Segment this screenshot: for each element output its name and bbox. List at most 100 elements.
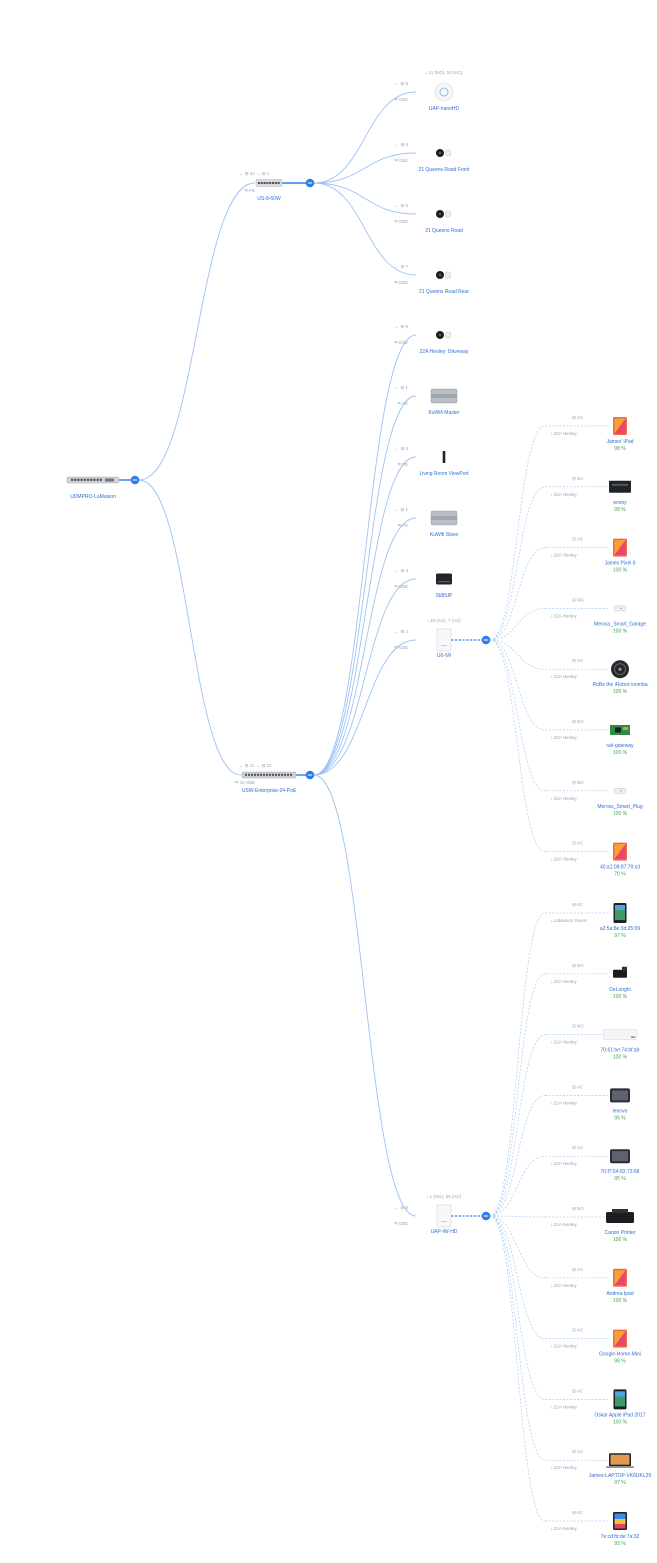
switch-name: US-8-60W xyxy=(257,196,281,202)
device-link xyxy=(313,639,417,776)
wireless-link xyxy=(489,1215,546,1218)
client-signal: 100 % xyxy=(613,994,628,1000)
client-signal: 93 % xyxy=(614,1541,626,1547)
switch-port-stats: ← ⊟ 14 → ⊟ 1 xyxy=(239,171,270,176)
switch-link xyxy=(138,479,242,776)
client-ssid: ⭏ 22A Henley xyxy=(551,492,578,497)
wireless-link xyxy=(489,639,546,731)
coffee-icon xyxy=(613,966,627,978)
device-link-speed: ⭾ FE xyxy=(398,401,408,406)
ap-collapse-button[interactable] xyxy=(481,635,491,645)
client-band: ⊟ AC xyxy=(572,1267,584,1272)
board-icon xyxy=(610,725,630,735)
device-port: ← ⊟ 2 xyxy=(395,629,409,634)
tablet-dark-icon xyxy=(610,1149,630,1164)
switch-link xyxy=(138,182,256,481)
laptop-icon xyxy=(606,1453,634,1468)
client-name: envoy xyxy=(613,500,627,506)
client-band: ⊟ NA xyxy=(572,476,583,481)
client-band: ⊟ AC xyxy=(572,841,584,846)
camera-icon xyxy=(436,331,451,339)
device-name: 21 Queens Road Front xyxy=(419,167,470,173)
ipad-icon xyxy=(613,1389,627,1410)
switch-collapse-button[interactable] xyxy=(305,770,315,780)
device-name: KuWifi Slave xyxy=(430,532,459,538)
client-name: Meross_Smart_Garage xyxy=(594,621,646,627)
device-name: Sti8SIP xyxy=(436,593,453,599)
client-signal: 95 % xyxy=(614,1176,626,1182)
wireless-link xyxy=(489,1215,546,1279)
client-ssid: ⭏ 22A Henley xyxy=(551,674,578,679)
client-signal: 99 % xyxy=(614,507,626,513)
client-name: 70:f7:54:83:73:68 xyxy=(601,1169,640,1175)
tablet-colorful-icon xyxy=(613,1512,627,1530)
client-name: 7e:cd:fd:de:7a:32 xyxy=(601,1534,640,1540)
client-name: James Pixel 6 xyxy=(604,561,635,567)
client-name: a2:5a:8e:3d:25:09 xyxy=(600,926,641,932)
client-ssid: ⭏ 22A Henley xyxy=(551,1283,578,1288)
device-port: ← ⊟ 5 xyxy=(395,203,409,208)
gateway-collapse-button[interactable] xyxy=(130,475,140,485)
client-signal: 100 % xyxy=(613,628,628,634)
device-name: UAP-IW-HD xyxy=(431,1229,458,1235)
device-link xyxy=(313,182,417,215)
ap-channels: ⭏ 11 (NG), 53 (AC) xyxy=(426,70,463,75)
switch-port-stats: ← ⊟ 11 → ⊟ 23 xyxy=(239,763,272,768)
tablet-orange-icon xyxy=(613,538,627,557)
client-signal: 98 % xyxy=(614,446,626,452)
device-link xyxy=(313,774,417,1217)
client-ssid: ⭏ 22A Henley xyxy=(551,1040,578,1045)
switch-large-icon xyxy=(241,771,297,779)
device-link-speed: ⭾ GbE xyxy=(394,280,408,285)
wireless-link xyxy=(489,1215,546,1522)
wireless-link xyxy=(489,639,546,670)
switch-uplink-speed: ⭾ FE xyxy=(245,188,255,193)
roomba-icon xyxy=(611,660,629,679)
client-ssid: ⭏ 22A Henley xyxy=(551,735,578,740)
wireless-link xyxy=(489,608,546,641)
client-ssid: ⭏ 22A Henley xyxy=(551,1100,578,1105)
switch-small-icon xyxy=(255,179,283,187)
client-name: James' iPad xyxy=(606,439,633,445)
phone-box-icon xyxy=(436,573,452,585)
client-band: ⊟ AC xyxy=(572,1084,584,1089)
wall-ap-icon xyxy=(436,1204,452,1228)
wireless-link xyxy=(489,1215,546,1400)
plug-icon xyxy=(614,605,626,612)
client-band: ⊟ NG xyxy=(572,597,584,602)
wireless-link xyxy=(489,425,546,641)
device-link xyxy=(313,152,417,184)
client-name: RoBe the iRobot roomba xyxy=(592,682,647,688)
client-ssid: ⭏ 22A Henley xyxy=(551,1161,578,1166)
device-link xyxy=(313,517,417,776)
device-port: ← ⊟ 8 xyxy=(395,81,409,86)
ap-channels: ⭏ 1 (NG), 56 (AC) xyxy=(427,1194,462,1199)
switch-collapse-button[interactable] xyxy=(305,178,315,188)
wireless-link xyxy=(489,486,546,641)
device-port: ← ⊟ 5 xyxy=(395,446,409,451)
client-band: ⊟ AC xyxy=(572,902,584,907)
client-name: rak-gateway xyxy=(606,743,634,749)
client-band: ⊟ AC xyxy=(572,1145,584,1150)
gateway-icon xyxy=(66,476,120,484)
ac-unit-icon xyxy=(602,1029,638,1040)
ap-collapse-button[interactable] xyxy=(481,1211,491,1221)
tablet-dark-icon xyxy=(610,1088,630,1103)
device-link-speed: ⭾ GbE xyxy=(394,645,408,650)
device-name: U6-IW xyxy=(437,653,451,659)
client-signal: 100 % xyxy=(613,750,628,756)
tablet-orange-icon xyxy=(613,1268,627,1287)
client-band: ⊟ AC xyxy=(572,1510,584,1515)
client-signal: 100 % xyxy=(613,1237,628,1243)
device-port: ← ⊟ 7 xyxy=(395,264,409,269)
plug-icon xyxy=(614,788,626,794)
device-link-speed: ⭾ GbE xyxy=(394,584,408,589)
device-link-speed: ⭾ GbE xyxy=(394,219,408,224)
device-name: UAP-nanoHD xyxy=(429,106,460,112)
client-ssid: ⭏ 22A Henley xyxy=(551,1344,578,1349)
client-band: ⊟ NG xyxy=(572,963,584,968)
device-link xyxy=(313,395,417,776)
client-signal: 100 % xyxy=(613,1298,628,1304)
client-ssid: ⭏ 22A Henley xyxy=(551,1526,578,1531)
